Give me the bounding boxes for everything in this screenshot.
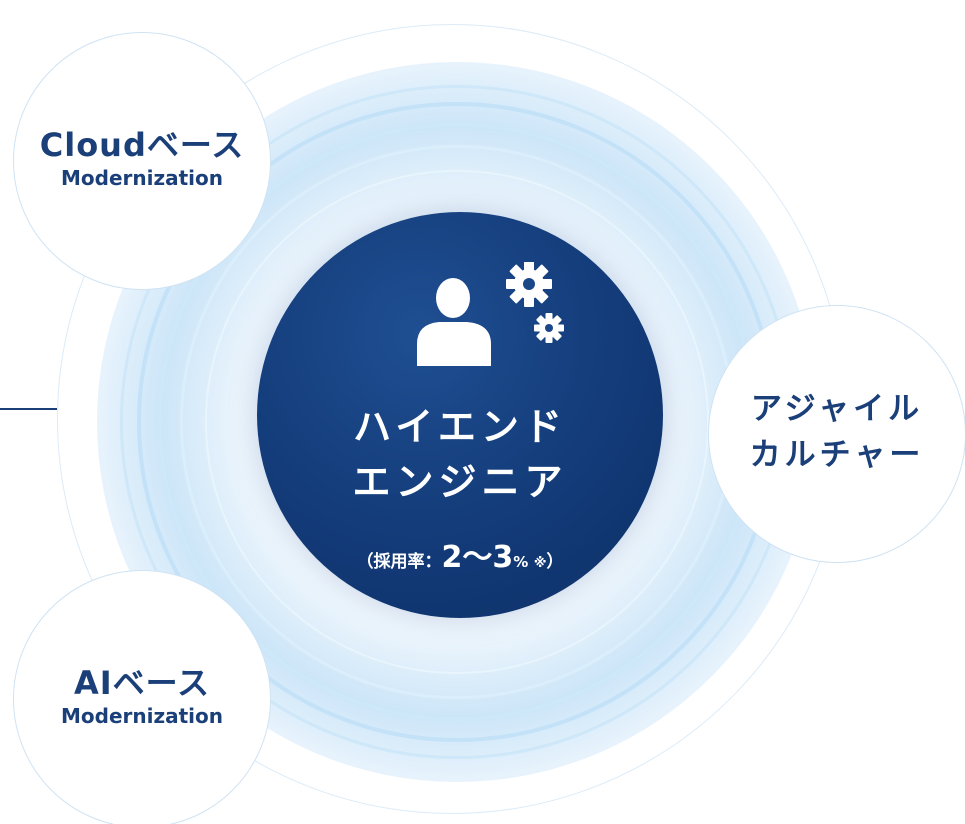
satellite-agile-line1: アジャイル (750, 391, 924, 427)
hiring-rate: （採用率：2〜3% ※） (257, 532, 663, 576)
engineer-with-gears-icon (407, 261, 577, 382)
rate-label: 採用率： (373, 552, 442, 572)
rate-unit: % (513, 553, 529, 571)
satellite-agile-culture: アジャイル カルチャー (708, 305, 965, 563)
rate-note: ※ (533, 556, 547, 571)
center-title-line2: エンジニア (352, 460, 568, 504)
satellite-ai-title: AIベース (73, 664, 211, 702)
center-circle: ハイエンド エンジニア （採用率：2〜3% ※） (257, 212, 663, 618)
satellite-cloud-subtitle: Modernization (60, 166, 223, 190)
satellite-ai-subtitle: Modernization (60, 704, 223, 728)
connector-line (0, 408, 57, 410)
center-title-line1: ハイエンド (353, 405, 567, 449)
rate-close-paren: ） (546, 552, 564, 572)
satellite-cloud-modernization: Cloudベース Modernization (13, 32, 271, 290)
rate-open-paren: （ (356, 552, 374, 572)
rate-value: 2〜3 (441, 540, 514, 575)
satellite-ai-modernization: AIベース Modernization (13, 570, 271, 824)
satellite-agile-line2: カルチャー (749, 437, 925, 473)
satellite-cloud-title: Cloudベース (39, 126, 245, 164)
